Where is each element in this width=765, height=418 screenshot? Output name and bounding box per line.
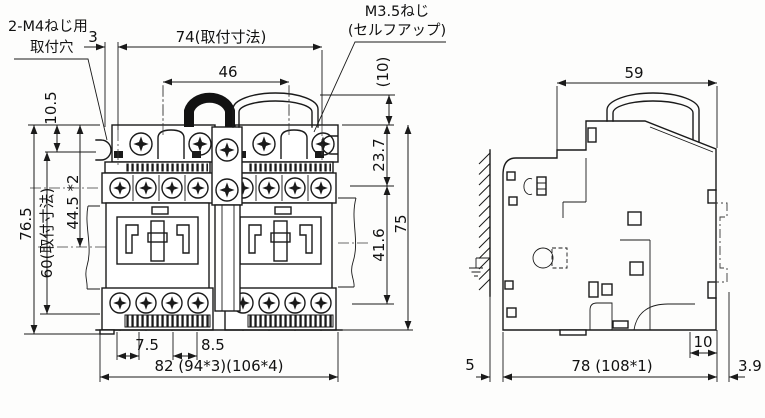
leader-line	[14, 58, 108, 141]
dim-panel-gap: 5	[465, 356, 475, 374]
dim-bottom-mid: 8.5	[201, 336, 225, 354]
dim-left-mounting-height: 60(取付寸法)	[38, 188, 56, 279]
dim-bottom-left: 7.5	[135, 336, 159, 354]
mounting-screw-phantom	[532, 247, 568, 269]
dim-left-inner: 44.5 *2	[64, 174, 82, 229]
dim-offset-top: 3	[88, 28, 98, 46]
mounting-bar-left	[85, 205, 100, 290]
dim-side-bottom-total: 78 (108*1)	[571, 357, 652, 375]
note-mounting-holes: 2-M4ねじ用 取付穴	[8, 18, 108, 141]
mounting-hole-left	[95, 139, 112, 161]
dim-handle-span: 46	[218, 63, 237, 81]
terminal-clamp-detail	[523, 176, 547, 196]
mounting-panel	[478, 149, 491, 297]
ground-symbol	[469, 257, 490, 277]
dim-right-lower: 41.6	[370, 228, 388, 261]
note-m35-screw: M3.5ねじ (セルフアップ)	[313, 3, 446, 133]
note-mounting-holes-line1: 2-M4ねじ用	[8, 18, 88, 35]
dim-rail-width: 10	[693, 333, 712, 351]
dim-bottom-total: 82 (94*3)(106*4)	[154, 357, 283, 375]
left-contactor	[102, 125, 215, 330]
base-foot	[99, 329, 115, 335]
handle-right-outline	[232, 92, 319, 128]
dim-side-top-width: 59	[624, 64, 643, 82]
dim-left-top: 10.5	[42, 91, 60, 124]
side-handle	[606, 92, 700, 143]
front-dimensions: 3 74(取付寸法) 46 (10) 23.7 41.6 75 10.5 44.	[8, 3, 446, 382]
dim-left-total: 76.5	[17, 207, 35, 240]
front-view: 3 74(取付寸法) 46 (10) 23.7 41.6 75 10.5 44.	[8, 3, 446, 382]
side-dimensions: 59 10 78 (108*1) 3.9 5	[465, 64, 762, 382]
mounting-bar-right	[338, 197, 357, 288]
dim-right-total: 75	[392, 214, 410, 233]
dim-mounting-width: 74(取付寸法)	[176, 28, 267, 46]
side-view: 59 10 78 (108*1) 3.9 5	[465, 64, 762, 382]
center-coupler	[211, 126, 243, 312]
leader-line	[313, 41, 446, 133]
note-mounting-holes-line2: 取付穴	[30, 39, 74, 56]
dim-rail-offset: 3.9	[738, 357, 762, 375]
side-body	[502, 92, 728, 336]
dim-right-upper: 23.7	[370, 138, 388, 171]
note-m35-line1: M3.5ねじ	[365, 3, 430, 20]
dim-handle-height: (10)	[374, 57, 392, 88]
handle-left-filled	[184, 92, 235, 127]
note-m35-line2: (セルフアップ)	[348, 22, 446, 39]
din-rail-profile	[709, 202, 728, 283]
